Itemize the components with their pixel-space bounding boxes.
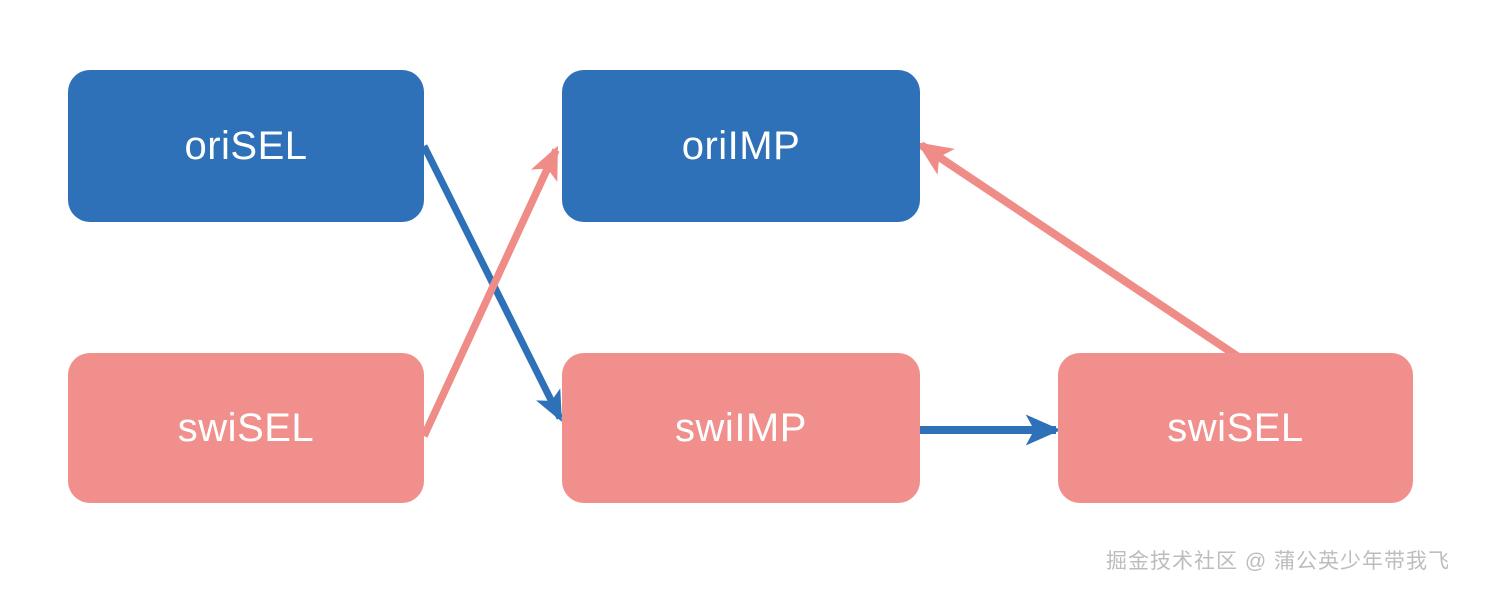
node-swiimp[interactable]: swiIMP xyxy=(562,353,920,503)
node-label: swiSEL xyxy=(1167,406,1304,450)
edge-swisel-right-to-oriimp xyxy=(916,141,1243,362)
edge-swisel-left-to-oriimp xyxy=(420,145,560,438)
node-label: swiSEL xyxy=(177,406,315,450)
node-swisel-left[interactable]: swiSEL xyxy=(68,353,424,503)
node-label: oriSEL xyxy=(184,124,308,168)
node-label: swiIMP xyxy=(675,406,807,450)
edge-orisel-to-swiimp xyxy=(420,144,564,422)
node-swisel-right[interactable]: swiSEL xyxy=(1058,353,1413,503)
node-oriimp[interactable]: oriIMP xyxy=(562,70,920,222)
node-orisel[interactable]: oriSEL xyxy=(68,70,424,222)
node-label: oriIMP xyxy=(681,124,801,168)
watermark-text: 掘金技术社区 @ 蒲公英少年带我飞 xyxy=(1106,550,1450,573)
